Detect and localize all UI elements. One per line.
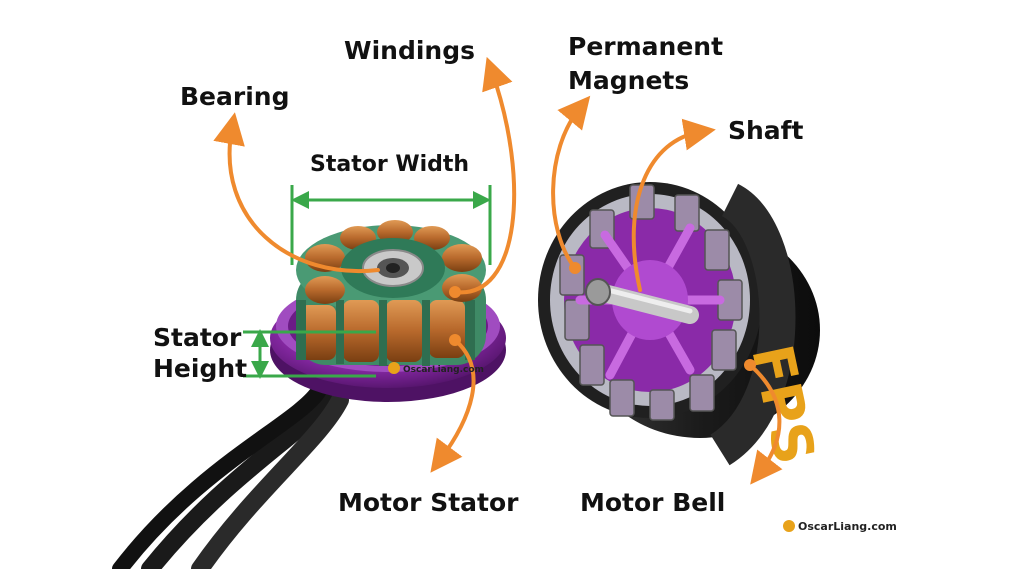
watermark-small: OscarLiang.com [388, 362, 484, 375]
label-stator-height-line1: Stator [153, 323, 242, 352]
stator-height-dimension [243, 329, 376, 379]
logo-badge-icon [388, 362, 400, 374]
stator-width-dimension [290, 185, 492, 265]
label-stator-height-line2: Height [153, 354, 248, 383]
arrow-motor-stator [430, 338, 476, 473]
arrow-motor-bell [748, 363, 783, 485]
motor-bell [538, 182, 820, 466]
label-bearing: Bearing [180, 82, 290, 111]
watermark-large: OscarLiang.com [783, 520, 897, 533]
label-shaft: Shaft [728, 116, 804, 145]
label-motor-bell: Motor Bell [580, 488, 726, 517]
label-permanent-magnets-line2: Magnets [568, 66, 690, 95]
label-permanent-magnets-line1: Permanent [568, 32, 724, 61]
motor-cables [112, 384, 349, 569]
arrow-magnets [551, 95, 591, 270]
label-stator-width: Stator Width [310, 152, 470, 177]
stator-core [296, 220, 486, 366]
label-motor-stator: Motor Stator [338, 488, 519, 517]
arrow-bearing [213, 112, 380, 274]
label-windings: Windings [344, 36, 475, 65]
logo-badge-icon [783, 520, 795, 532]
arrow-shaft [631, 118, 716, 292]
arrow-windings [453, 56, 517, 295]
